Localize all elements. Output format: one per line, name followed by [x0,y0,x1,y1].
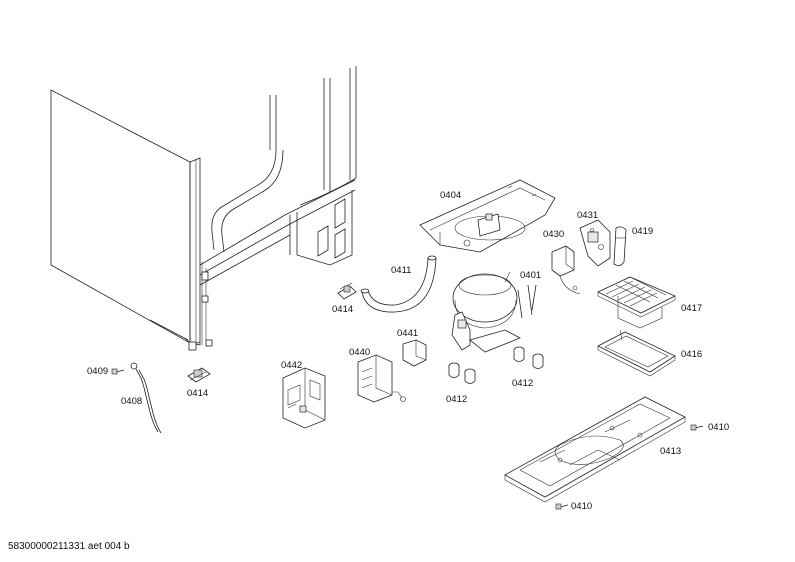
label-0416: 0416 [681,349,702,360]
starter-relay-0430 [551,245,581,295]
hose-0411 [360,255,437,313]
cable-0408 [130,362,162,434]
document-id: 58300000211331 aet 004 b [8,541,130,552]
rubber-feet-0412-left [448,362,476,384]
electronic-module-0440 [357,354,406,403]
label-0410-right: 0410 [708,422,729,433]
tube-0419 [613,226,627,266]
refrigerator-cabinet [50,66,357,351]
label-0417: 0417 [681,303,702,314]
rubber-feet-0412-right [513,346,544,369]
label-0411: 0411 [391,265,411,276]
label-0441: 0441 [397,328,418,339]
label-0431: 0431 [577,210,598,221]
grommet-0414-upper [337,282,357,300]
label-0442: 0442 [281,360,302,371]
label-0410-bottom: 0410 [571,501,592,512]
label-0412-right: 0412 [512,378,533,389]
label-0409: 0409 [87,366,108,377]
grommet-0414-lower [187,367,211,383]
label-0440: 0440 [349,347,370,358]
label-0413: 0413 [660,446,681,457]
label-0414-upper: 0414 [332,304,353,315]
label-0430: 0430 [543,229,564,240]
label-0401: 0401 [520,270,541,281]
screw-0410-right [690,424,704,431]
screw-0409 [111,368,125,375]
label-0404: 0404 [440,190,461,201]
label-0414-lower: 0414 [187,388,208,399]
evaporation-tray-0416 [597,329,676,377]
drip-tray-0404 [419,179,556,253]
compressor-0401 [451,271,537,353]
label-0408: 0408 [121,396,142,407]
label-0412-left: 0412 [446,394,467,405]
bracket-0442 [282,367,326,429]
relay-bracket-0431 [579,219,611,267]
cover-0441 [402,339,427,367]
base-plate-0413 [504,396,686,503]
grille-0417 [597,276,676,329]
screw-0410-bottom [555,503,569,510]
label-0419: 0419 [632,226,653,237]
